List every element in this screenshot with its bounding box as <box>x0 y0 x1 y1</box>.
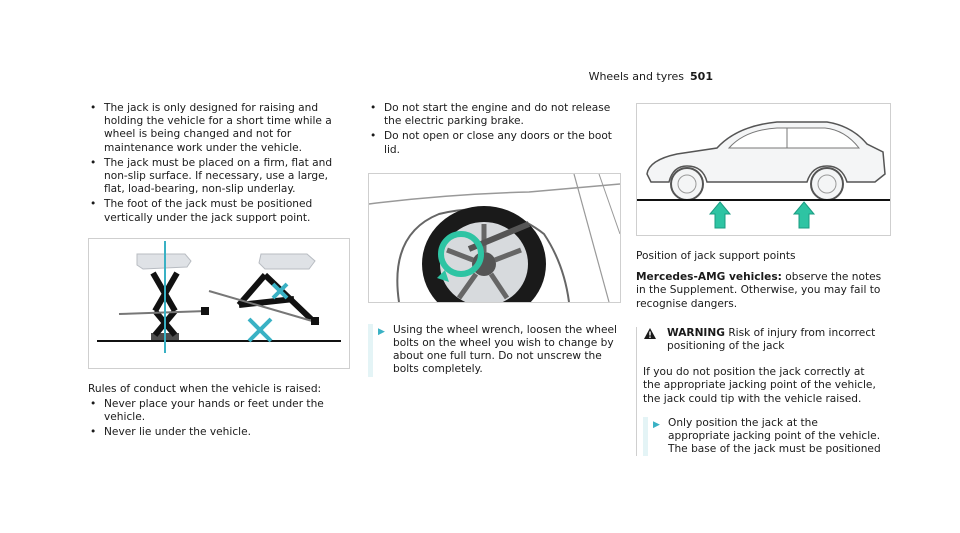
page-number: 501 <box>690 70 713 83</box>
jack-support-points-figure <box>636 103 891 236</box>
amg-note: Mercedes-AMG vehicles: observe the notes… <box>636 271 890 311</box>
list-item: Do not open or close any doors or the bo… <box>368 130 622 156</box>
wheel-wrench-figure <box>368 172 621 303</box>
warning-triangle-icon <box>643 327 657 344</box>
warning-box: WARNING Risk of injury from incorrect po… <box>636 326 890 457</box>
column-middle: Do not start the engine and do not relea… <box>368 102 622 377</box>
warning-title: Risk of injury from incorrect positionin… <box>667 326 876 353</box>
warning-body: If you do not position the jack correctl… <box>637 359 890 457</box>
safety-bullets: Do not start the engine and do not relea… <box>368 102 622 157</box>
step-arrow-icon: ▶ <box>378 326 385 337</box>
column-right: Position of jack support points Mercedes… <box>636 102 891 457</box>
step-text: Using the wheel wrench, loosen the wheel… <box>393 323 617 376</box>
list-item: Never lie under the vehicle. <box>88 426 350 439</box>
page-header: Wheels and tyres 501 <box>589 70 713 83</box>
list-item: Never place your hands or feet under the… <box>88 398 350 424</box>
column-left: The jack is only designed for raising an… <box>88 102 350 442</box>
amg-label: Mercedes-AMG vehicles: <box>636 271 782 284</box>
list-item: The jack must be placed on a firm, flat … <box>88 157 350 197</box>
wheel-illustration <box>369 173 620 302</box>
list-item: The foot of the jack must be positioned … <box>88 198 350 224</box>
loosen-bolts-step: ▶ Using the wheel wrench, loosen the whe… <box>368 323 622 377</box>
figure-caption: Position of jack support points <box>636 250 796 262</box>
warning-label: WARNING <box>667 326 725 339</box>
section-title: Wheels and tyres <box>588 70 685 83</box>
rules-intro: Rules of conduct when the vehicle is rai… <box>88 382 322 395</box>
list-item: Do not start the engine and do not relea… <box>368 102 622 128</box>
warning-text: If you do not position the jack correctl… <box>643 366 876 405</box>
step-arrow-icon: ▶ <box>653 419 660 430</box>
amg-text: observe the notes in the Supplement. Oth… <box>636 271 882 310</box>
warning-step-text: Only position the jack at the appropriat… <box>668 416 881 456</box>
warning-header: WARNING Risk of injury from incorrect po… <box>637 327 890 359</box>
jack-positioning-figure <box>88 237 350 369</box>
rules-list: Never place your hands or feet under the… <box>88 398 350 440</box>
warning-step: ▶ Only position the jack at the appropri… <box>643 416 882 457</box>
car-illustration <box>637 104 890 235</box>
jack-bullets: The jack is only designed for raising an… <box>88 102 350 225</box>
list-item: The jack is only designed for raising an… <box>88 102 350 155</box>
jack-illustration <box>89 238 349 368</box>
